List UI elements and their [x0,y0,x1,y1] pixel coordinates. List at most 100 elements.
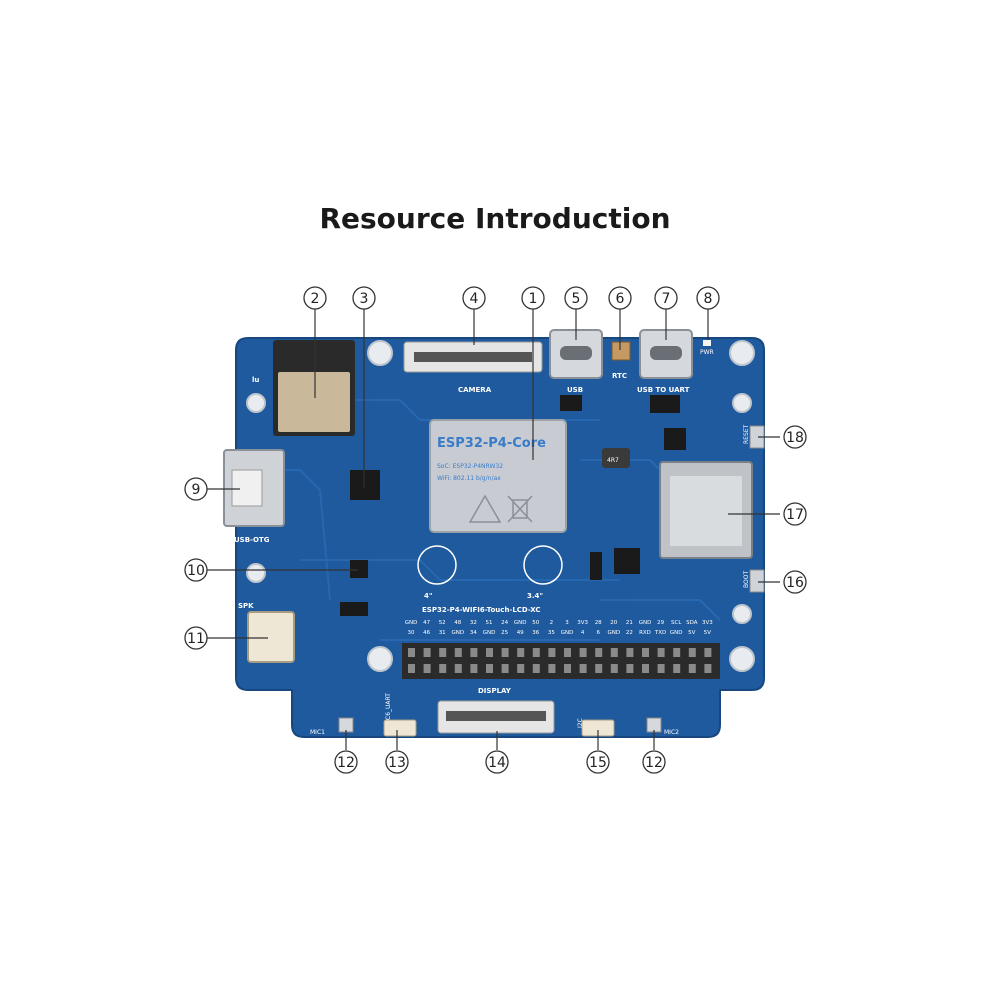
callout-12: 12 [642,750,666,774]
gpio-pin [657,648,665,657]
size-marker-4 [417,545,457,585]
pin-label: 20 [610,620,617,626]
pin-label: GND [639,620,652,626]
pin-label: 30 [408,630,415,636]
gpio-pin [595,664,603,673]
callout-16: 16 [783,570,807,594]
callout-number: 12 [645,755,663,771]
pin-label: 5V [688,630,695,636]
callout-number: 17 [786,507,804,523]
gpio-pin [688,664,696,673]
page-title: Resource Introduction [319,202,671,235]
gpio-pin [626,648,634,657]
size-marker-34 [523,545,563,585]
callout-17: 17 [783,502,807,526]
silk-i2c: I2C [577,718,584,728]
pin-label: SCL [671,620,682,626]
gpio-pin [470,664,478,673]
gpio-pin [548,648,556,657]
gpio-pin [532,664,540,673]
pin-label: RXD [639,630,651,636]
gpio-pin [610,648,618,657]
gpio-pin [704,664,712,673]
silk-usb-otg: USB-OTG [234,536,270,544]
esp32-core-module [429,419,567,533]
pin-label: 47 [423,620,430,626]
silk-mic2: MIC2 [664,729,679,736]
callout-8: 8 [696,286,720,310]
gpio-pin [642,664,649,673]
silk-pwr: PWR [700,349,714,356]
callout-14: 14 [485,750,509,774]
pin-label: 22 [626,630,633,636]
gpio-pin [688,648,696,657]
gpio-pin [610,664,618,673]
power-led [703,340,711,346]
pin-label: GND [514,620,527,626]
pin-label: 3V3 [577,620,588,626]
callout-4: 4 [462,286,486,310]
speaker-amp-chip [350,560,368,578]
gpio-pin [704,648,712,657]
silk-usb-to-uart: USB TO UART [637,386,690,394]
callout-number: 14 [488,755,506,771]
callout-number: 7 [662,291,671,307]
pin-label: 28 [595,620,602,626]
pin-label: GND [451,630,464,636]
module-soc: SoC: ESP32-P4NRW32 [437,463,503,470]
size-label-4: 4" [424,592,433,600]
pin-label: 21 [626,620,633,626]
pin-label: 51 [486,620,493,626]
callout-number: 2 [311,291,320,307]
callout-7: 7 [654,286,678,310]
gpio-pin [423,664,431,673]
gpio-pins [408,648,712,673]
size-label-34: 3.4" [527,592,543,600]
board-name: ESP32-P4-WIFI6-Touch-LCD-XC [422,606,540,614]
callout-number: 13 [388,755,406,771]
silk-spk: SPK [238,602,254,610]
inductor [602,448,630,468]
pin-label: 36 [532,630,539,636]
speaker-connector [247,611,295,663]
silk-camera: CAMERA [458,386,492,394]
callout-number: 3 [360,291,369,307]
callout-12: 12 [334,750,358,774]
gpio-pin [579,664,587,673]
gpio-pin [439,648,447,657]
gpio-pin [470,648,478,657]
mic1 [338,717,354,733]
callout-number: 12 [337,755,355,771]
gpio-pin [517,648,525,657]
gpio-pin [408,648,415,657]
pin-label: 4 [581,630,585,636]
pin-label: GND [607,630,620,636]
pin-label: 52 [439,620,446,626]
callout-number: 6 [616,291,625,307]
gpio-pin [454,648,462,657]
gpio-pin [564,648,571,657]
silk-boot: BOOT [743,571,750,588]
pin-label: GND [483,630,496,636]
gpio-pin [673,664,681,673]
pcb-board [235,337,765,738]
callout-2: 2 [303,286,327,310]
gpio-pin [486,648,493,657]
gpio-pin [517,664,525,673]
gpio-pin [595,648,603,657]
pin-label: 34 [470,630,477,636]
callout-number: 11 [187,631,205,647]
rtc-connector [611,341,631,361]
silk-c6-uart: C6_UART [385,693,392,720]
gpio-pin [642,648,649,657]
gpio-pin [439,664,447,673]
pin-label: 29 [657,620,664,626]
callout-5: 5 [564,286,588,310]
pin-label: 35 [548,630,555,636]
pin-label: GND [670,630,683,636]
gpio-pin [579,648,587,657]
callout-9: 9 [184,477,208,501]
